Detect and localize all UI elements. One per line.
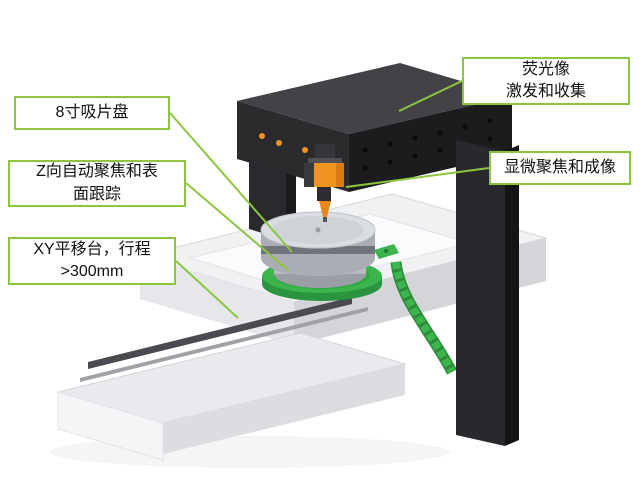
callout-micro-focus: 显微聚焦和成像	[489, 151, 631, 185]
callout-xy-stage-line2: >300mm	[60, 263, 124, 280]
callout-z-autofocus: Z向自动聚焦和表 面跟踪	[8, 160, 186, 207]
gantry-right-leg	[456, 140, 519, 446]
linear-rails	[80, 297, 368, 382]
callout-fluorescence: 荧光像 激发和收集	[462, 57, 630, 105]
callout-micro-focus-text: 显微聚焦和成像	[503, 158, 616, 176]
callout-xy-stage: XY平移台，行程 >300mm	[8, 237, 176, 285]
optics-head	[304, 144, 344, 222]
callout-fluorescence-line2: 激发和收集	[505, 83, 586, 100]
callout-wafer-plate-text: 8寸吸片盘	[55, 103, 129, 121]
wafer-plate	[260, 211, 376, 276]
callout-z-autofocus-line1: Z向自动聚焦和表	[36, 163, 158, 181]
vent-holes	[362, 118, 493, 171]
callout-wafer-plate: 8寸吸片盘	[14, 96, 170, 130]
lower-travel-stage	[56, 332, 407, 461]
cable-chain	[390, 261, 457, 375]
wafer-clamp	[374, 244, 399, 259]
callout-z-autofocus-line2: 面跟踪	[72, 185, 121, 203]
callout-xy-stage-line1: XY平移台，行程	[33, 240, 151, 258]
callout-fluorescence-line1: 荧光像	[521, 60, 570, 78]
